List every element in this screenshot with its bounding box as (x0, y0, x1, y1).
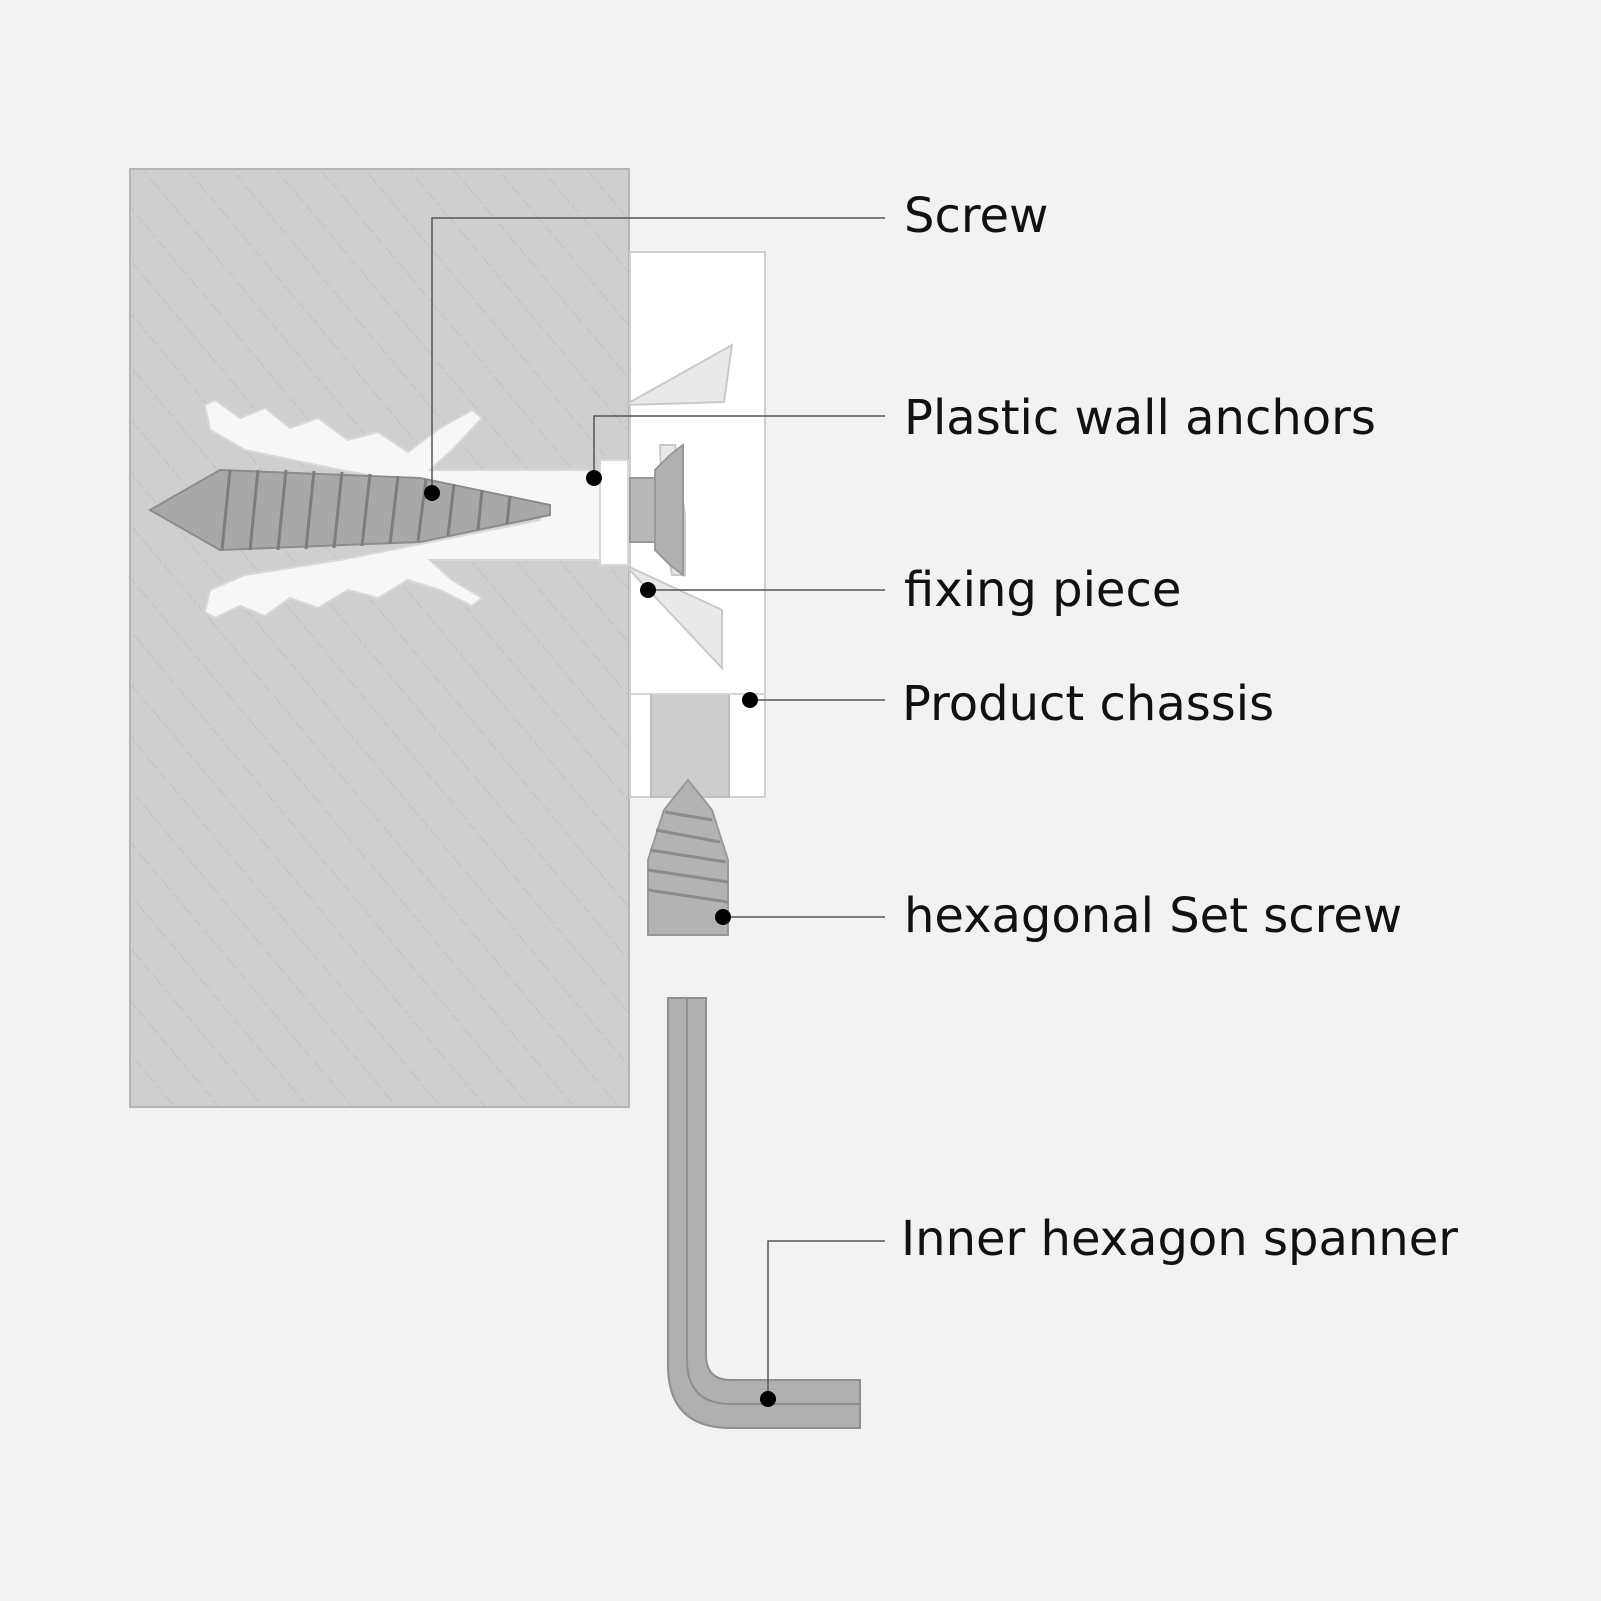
dot-screw (424, 485, 440, 501)
leader-screw (431, 217, 885, 493)
hexagonal-set-screw (647, 778, 729, 936)
label-product-chassis: Product chassis (902, 676, 1275, 732)
dot-spanner (760, 1391, 776, 1407)
label-spanner: Inner hexagon spanner (901, 1211, 1458, 1267)
inner-hexagon-spanner (667, 997, 861, 1429)
leader-spanner (767, 1240, 885, 1399)
dot-fixing (640, 582, 656, 598)
leader-dots (424, 470, 776, 1407)
label-fixing-piece: fixing piece (904, 562, 1182, 618)
plastic-wall-anchor (203, 398, 629, 620)
dot-anchor (586, 470, 602, 486)
leader-lines (431, 217, 885, 1399)
wall-block (129, 168, 630, 1108)
label-set-screw: hexagonal Set screw (904, 888, 1403, 944)
label-screw: Screw (904, 188, 1049, 244)
dot-chassis (742, 692, 758, 708)
label-plastic-wall-anchors: Plastic wall anchors (904, 390, 1376, 446)
screw (147, 442, 684, 578)
leader-anchor (593, 415, 885, 478)
dot-set-screw (715, 909, 731, 925)
